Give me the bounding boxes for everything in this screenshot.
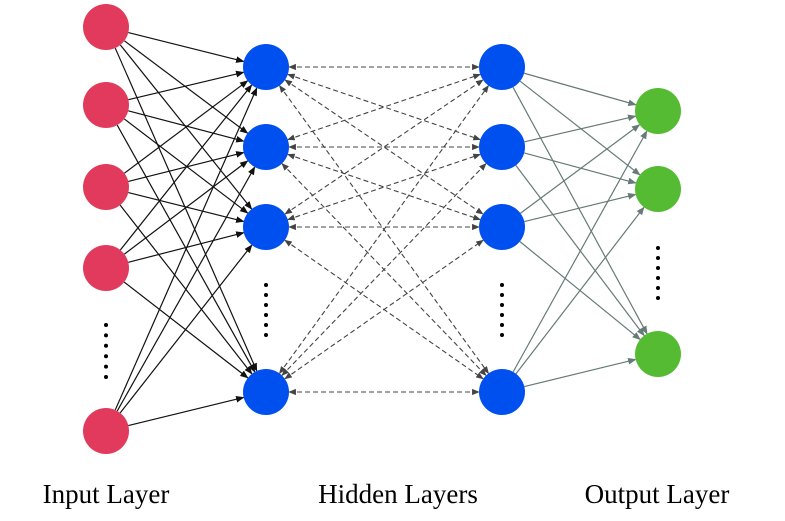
hidden-layer-2-ellipsis-dot: [500, 303, 504, 307]
input-layer-ellipsis-dot: [104, 364, 108, 369]
hidden-layer-1-node-4: [243, 369, 289, 415]
connection-input-layer-5-to-hidden-layer-1-1: [114, 87, 258, 411]
output-layer-node-2: [635, 166, 681, 212]
connection-hidden-layer-2-2-to-output-layer-2: [524, 152, 637, 185]
connection-hidden-layer-2-4-to-output-layer-1: [512, 130, 648, 373]
input-layer-ellipsis-dot: [104, 375, 108, 379]
connection-input-layer-1-to-hidden-layer-1-4: [114, 47, 258, 372]
connection-input-layer-1-to-hidden-layer-1-1: [128, 31, 245, 63]
input-layer-node-4: [83, 245, 129, 291]
connection-input-layer-2-to-hidden-layer-1-1: [128, 70, 245, 101]
connection-hidden-layer-2-4-to-output-layer-2: [515, 206, 645, 375]
connection-input-layer-4-to-hidden-layer-1-3: [128, 231, 245, 263]
hidden-layer-1-ellipsis-dot: [264, 333, 268, 337]
output-layer-node-1: [635, 88, 681, 134]
input-layer-ellipsis-dot: [104, 333, 108, 338]
output-layer-ellipsis-dot: [656, 246, 660, 250]
connection-hidden-layer-1-4-to-hidden-layer-2-3: [284, 239, 484, 380]
hidden-layer-1-ellipsis-dot: [264, 283, 268, 287]
hidden-layer-1-node-3: [243, 204, 289, 250]
hidden-layer-2-ellipsis-dot: [500, 323, 504, 327]
ellipsis-group: [104, 246, 660, 379]
output-layer-node-3: [635, 331, 681, 377]
connection-input-layer-5-to-hidden-layer-1-2: [116, 166, 256, 412]
connection-input-layer-2-to-hidden-layer-1-3: [123, 118, 249, 214]
input-layer-label: Input Layer: [43, 479, 170, 509]
hidden-layer-2-node-4: [479, 369, 525, 415]
hidden-layer-2-ellipsis-dot: [500, 283, 504, 287]
connection-input-layer-5-to-hidden-layer-1-3: [119, 244, 253, 414]
input-layer-node-3: [83, 164, 129, 210]
output-layer-ellipsis-dot: [656, 276, 660, 280]
hidden-layers-label: Hidden Layers: [318, 479, 478, 509]
connection-hidden-layer-2-1-to-output-layer-2: [519, 80, 641, 176]
connection-input-layer-4-to-hidden-layer-1-4: [123, 281, 249, 379]
hidden-layer-2-ellipsis-dot: [500, 313, 504, 317]
connection-input-layer-4-to-hidden-layer-1-2: [123, 160, 249, 255]
connection-hidden-layer-2-3-to-output-layer-2: [524, 192, 637, 223]
connection-hidden-layer-2-2-to-output-layer-1: [524, 114, 637, 143]
connection-input-layer-1-to-hidden-layer-1-2: [124, 40, 249, 134]
connections-group: [114, 31, 648, 427]
hidden-layer-2-node-1: [479, 44, 525, 90]
hidden-layer-1-node-1: [243, 44, 289, 90]
output-layer-ellipsis-dot: [656, 256, 660, 260]
connection-input-layer-2-to-hidden-layer-1-2: [128, 110, 245, 143]
input-layer-node-2: [83, 82, 129, 128]
connection-input-layer-5-to-hidden-layer-1-4: [128, 395, 245, 427]
input-layer-node-1: [83, 4, 129, 50]
output-layer-ellipsis-dot: [656, 266, 660, 270]
input-layer-ellipsis-dot: [104, 323, 108, 327]
hidden-layer-2-ellipsis-dot: [500, 293, 504, 297]
hidden-layer-2-ellipsis-dot: [500, 333, 504, 337]
hidden-layer-1-node-2: [243, 124, 289, 170]
connection-hidden-layer-2-4-to-output-layer-3: [524, 357, 637, 388]
output-layer-ellipsis-dot: [656, 296, 660, 300]
input-layer-ellipsis-dot: [104, 354, 108, 359]
input-layer-ellipsis-dot: [104, 343, 108, 348]
input-layer-node-5: [83, 408, 129, 454]
output-layer-label: Output Layer: [585, 479, 730, 509]
hidden-layer-2-node-3: [479, 204, 525, 250]
hidden-layer-1-ellipsis-dot: [264, 313, 268, 317]
connection-input-layer-3-to-hidden-layer-1-1: [124, 80, 249, 174]
hidden-layer-1-ellipsis-dot: [264, 323, 268, 327]
hidden-layer-1-ellipsis-dot: [264, 293, 268, 297]
hidden-layer-2-node-2: [479, 124, 525, 170]
connection-input-layer-4-to-hidden-layer-1-1: [119, 84, 253, 251]
nodes-group: [83, 4, 681, 454]
output-layer-ellipsis-dot: [656, 286, 660, 290]
connection-hidden-layer-2-1-to-output-layer-3: [512, 86, 648, 335]
hidden-layer-1-ellipsis-dot: [264, 303, 268, 307]
connection-hidden-layer-2-3-to-output-layer-1: [520, 124, 641, 214]
connection-hidden-layer-2-1-to-output-layer-1: [523, 72, 637, 106]
